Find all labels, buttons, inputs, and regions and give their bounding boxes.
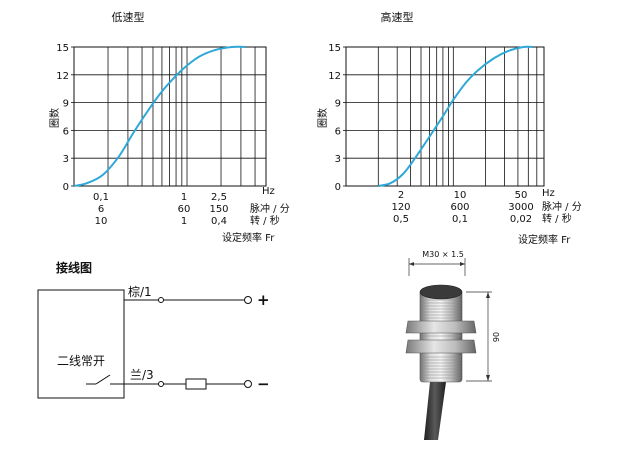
x-tick-label: 6	[98, 204, 104, 215]
x-tick-label: 2	[398, 190, 404, 201]
y-tick-label: 12	[328, 71, 341, 82]
mounting-nut	[405, 320, 477, 334]
x-tick-label: 2,5	[211, 192, 227, 203]
y-tick-label: 3	[335, 154, 341, 165]
x-tick-label: 1	[181, 192, 187, 203]
x-tick-label: 120	[391, 202, 410, 213]
wire-node	[158, 297, 164, 303]
x-tick-labels: 0,1 1 2,5 6 60 150 10 1 0,4	[93, 192, 229, 227]
x-tick-label: 50	[515, 190, 528, 201]
sensor-box	[37, 289, 125, 399]
unit-hz: Hz	[262, 186, 275, 197]
sensor-illustration: M30 × 1.5 90	[405, 250, 501, 440]
x-tick-label: 0,02	[510, 214, 532, 225]
x-tick-label: 600	[450, 202, 469, 213]
unit-rps: 转 / 秒	[542, 212, 572, 225]
x-tick-label: 1	[181, 216, 187, 227]
unit-rps: 转 / 秒	[250, 214, 280, 227]
terminal-negative	[244, 380, 252, 388]
chart-title: 低速型	[112, 10, 145, 24]
y-tick-label: 0	[63, 182, 69, 193]
height-dimension-label: 90	[492, 332, 501, 342]
x-tick-label: 0,1	[452, 214, 468, 225]
unit-pulse: 脉冲 / 分	[250, 202, 290, 215]
y-tick-label: 15	[328, 43, 341, 54]
y-tick-label: 9	[63, 99, 69, 110]
load-resistor	[185, 378, 207, 390]
sensor-type-label: 二线常开	[57, 354, 105, 368]
wire-blue-label: 兰/3	[130, 368, 154, 382]
y-tick-label: 9	[335, 99, 341, 110]
data-curve	[73, 45, 246, 187]
unit-pulse: 脉冲 / 分	[542, 200, 582, 213]
y-axis-label: 圈数	[316, 108, 329, 128]
y-tick-label: 6	[63, 126, 69, 137]
y-tick-labels: 0 3 6 9 12 15	[56, 43, 74, 193]
x-unit-labels: Hz 脉冲 / 分 转 / 秒	[542, 188, 582, 225]
minus-sign: −	[257, 375, 270, 393]
plot-frame	[345, 46, 545, 187]
chart-high-speed: 高速型 0 3 6 9 12 15 圈数 2 10 50 120 600 3000 0,5…	[316, 10, 582, 246]
mounting-nut	[405, 339, 477, 354]
x-tick-label: 3000	[508, 202, 533, 213]
x-tick-label: 60	[178, 204, 191, 215]
y-tick-label: 12	[56, 71, 69, 82]
wiring-diagram: 接线图 二线常开 棕/1 + 兰/3 −	[37, 260, 270, 399]
plot-grid	[345, 46, 545, 187]
x-tick-labels: 2 10 50 120 600 3000 0,5 0,1 0,02	[391, 190, 533, 225]
y-axis-label: 圈数	[48, 108, 61, 128]
plus-sign: +	[257, 291, 270, 309]
chart-title: 高速型	[381, 10, 414, 24]
sensor-threads	[421, 299, 461, 379]
y-tick-label: 6	[335, 126, 341, 137]
plot-grid	[73, 46, 267, 187]
x-axis-label: 设定频率 Fr	[222, 231, 275, 244]
wire-brown-label: 棕/1	[128, 284, 152, 299]
x-tick-label: 150	[209, 204, 228, 215]
plot-frame	[73, 46, 267, 187]
wiring-title: 接线图	[56, 260, 92, 275]
thread-dimension-label: M30 × 1.5	[422, 250, 464, 259]
x-unit-labels: Hz 脉冲 / 分 转 / 秒	[250, 186, 290, 227]
x-tick-label: 10	[454, 190, 467, 201]
switch-contact	[95, 374, 111, 385]
y-tick-label: 15	[56, 43, 69, 54]
y-tick-label: 0	[335, 182, 341, 193]
chart-low-speed: 低速型 0 3 6 9 12 15 圈数 0,1 1 2,5 6 60 150 10 1 …	[48, 10, 290, 244]
wire-node	[158, 381, 164, 387]
terminal-positive	[244, 296, 252, 304]
data-curve	[378, 45, 533, 187]
sensor-cable	[424, 382, 446, 440]
x-tick-label: 0,5	[393, 214, 409, 225]
sensing-face	[419, 284, 463, 300]
y-tick-label: 3	[63, 154, 69, 165]
x-tick-label: 0,1	[93, 192, 109, 203]
x-axis-label: 设定频率 Fr	[518, 233, 571, 246]
x-tick-label: 0,4	[211, 216, 227, 227]
x-tick-label: 10	[95, 216, 108, 227]
y-tick-labels: 0 3 6 9 12 15	[328, 43, 346, 193]
unit-hz: Hz	[542, 188, 555, 199]
